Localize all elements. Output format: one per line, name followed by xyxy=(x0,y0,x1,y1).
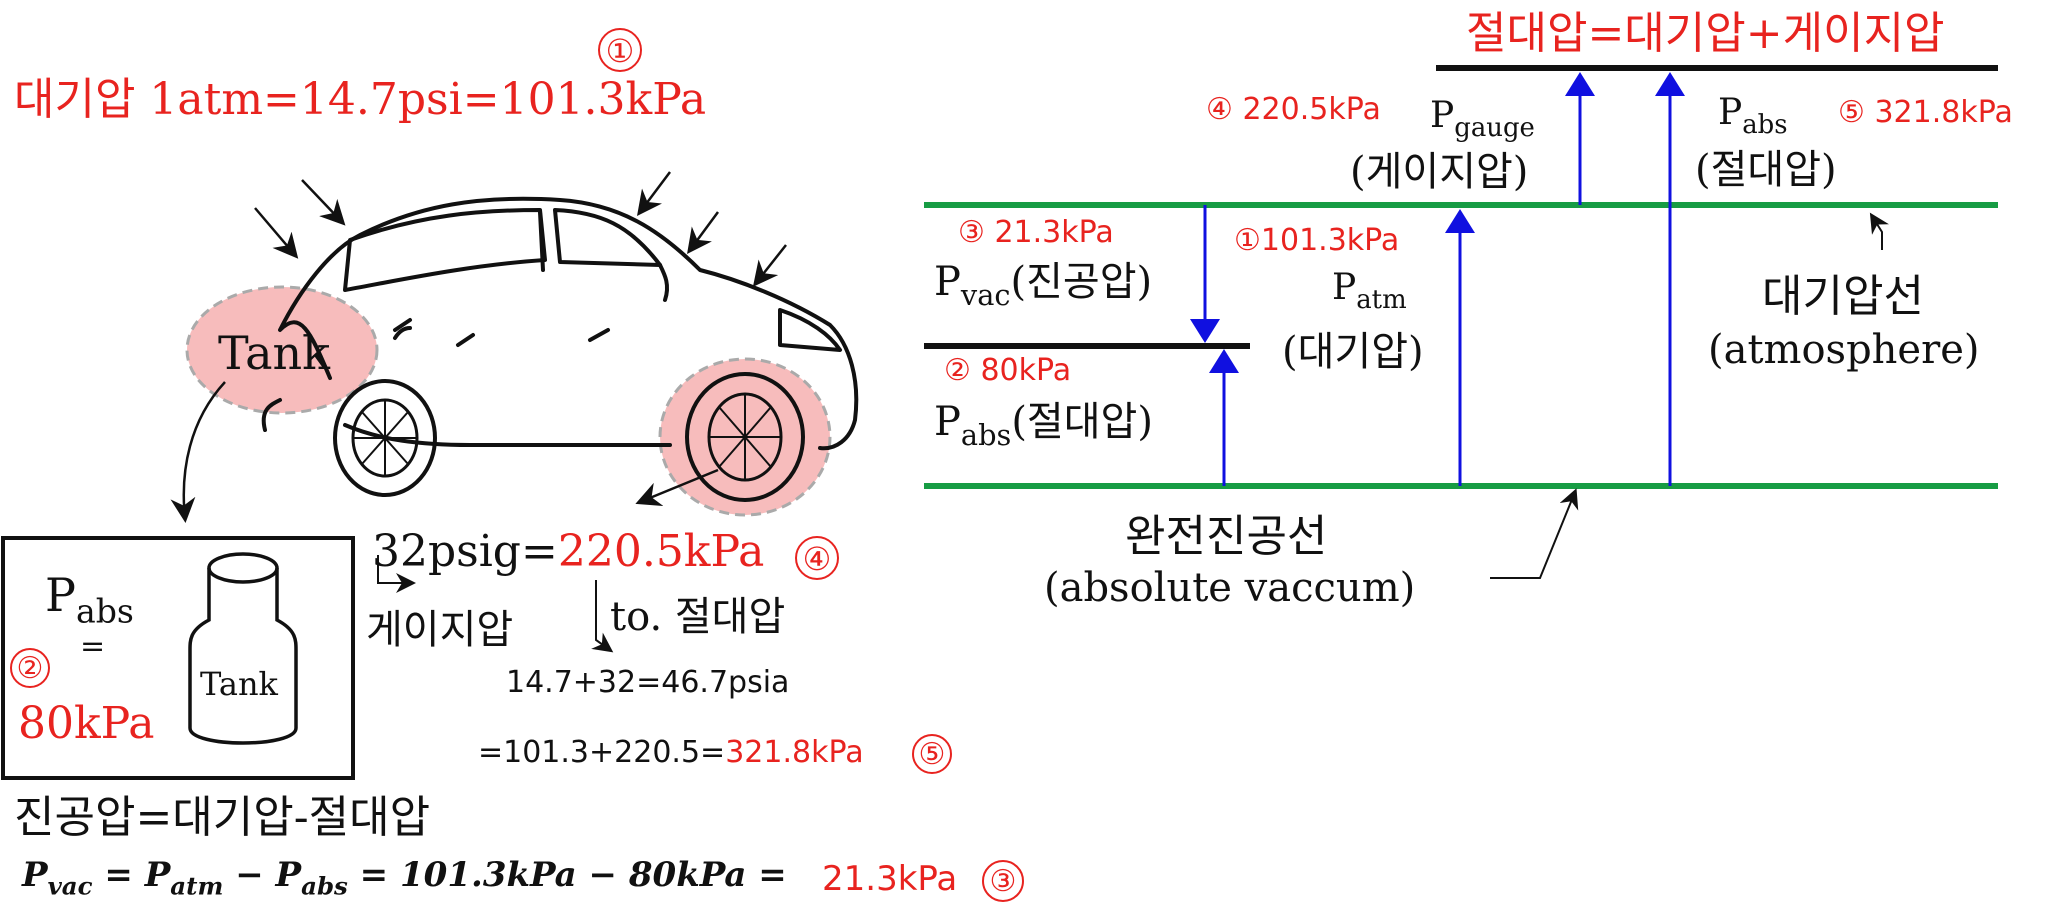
box-value: 80kPa xyxy=(18,698,155,749)
car-drawing xyxy=(261,196,859,502)
circle-num-1: ① xyxy=(598,28,642,72)
vacuum-word-equation: 진공압=대기압-절대압 xyxy=(14,792,431,843)
circle-num-2: ② xyxy=(10,648,50,688)
gauge-pressure-label: 게이지압 xyxy=(366,607,514,653)
gauge-value: ④ 220.5kPa xyxy=(1206,92,1381,127)
vacuum-formula: Pvac = Patm − Pabs = 101.3kPa − 80kPa = xyxy=(22,855,787,901)
tank-to-box-arrow xyxy=(170,381,226,523)
pgauge-label: Pgauge xyxy=(1430,95,1535,144)
pressure-arrows xyxy=(254,171,787,287)
circle-num-3: ③ xyxy=(982,860,1024,902)
box-pabs: Pabs xyxy=(45,568,134,631)
atm-kr-label: (대기압) xyxy=(1282,329,1424,375)
tank-label: Tank xyxy=(218,326,331,380)
tank-highlight xyxy=(185,285,379,415)
gauge-kr-label: (게이지압) xyxy=(1350,149,1529,195)
circle-num-5: ⑤ xyxy=(912,734,952,774)
tank-box xyxy=(1,536,355,780)
low-pabs-label: Pabs(절대압) xyxy=(934,399,1153,453)
psia-calc: 14.7+32=46.7psia xyxy=(506,665,790,700)
tire-to-calc-arrow xyxy=(635,468,719,506)
atm-line-en: (atmosphere) xyxy=(1708,327,1980,373)
patm-label: Patm xyxy=(1332,267,1407,316)
bottle-label: Tank xyxy=(200,665,278,703)
vac-line-pointer xyxy=(1490,488,1579,579)
abs-top-kr-label: (절대압) xyxy=(1695,147,1837,193)
vac-value: ③ 21.3kPa xyxy=(958,215,1114,250)
psig-bent-arrows xyxy=(377,555,614,653)
psig-line: 32psig=220.5kPa xyxy=(372,526,765,577)
atm-line-pointer xyxy=(1869,212,1889,250)
pabs-top-label: Pabs xyxy=(1718,92,1788,141)
atm-line-kr: 대기압선 xyxy=(1762,271,1924,322)
vacuum-line-en: (absolute vaccum) xyxy=(1044,565,1416,611)
blue-arrows xyxy=(1190,72,1685,486)
kpa-calc: =101.3+220.5=321.8kPa xyxy=(478,735,864,770)
atm-value: ①101.3kPa xyxy=(1234,223,1400,258)
circle-num-4: ④ xyxy=(795,536,839,580)
box-equals: = xyxy=(80,629,106,664)
to-absolute-label: to. 절대압 xyxy=(610,594,786,640)
pvac-label: Pvac(진공압) xyxy=(934,259,1153,313)
bottle-drawing xyxy=(188,552,298,745)
low-abs-value: ② 80kPa xyxy=(944,353,1072,388)
abs-top-value: ⑤ 321.8kPa xyxy=(1838,95,2013,130)
vacuum-line-kr: 완전진공선 xyxy=(1125,511,1328,562)
right-title: 절대압=대기압+게이지압 xyxy=(1466,8,1945,59)
atm-pressure-line: 대기압 1atm=14.7psi=101.3kPa xyxy=(14,74,707,125)
vacuum-result: 21.3kPa xyxy=(822,859,958,899)
